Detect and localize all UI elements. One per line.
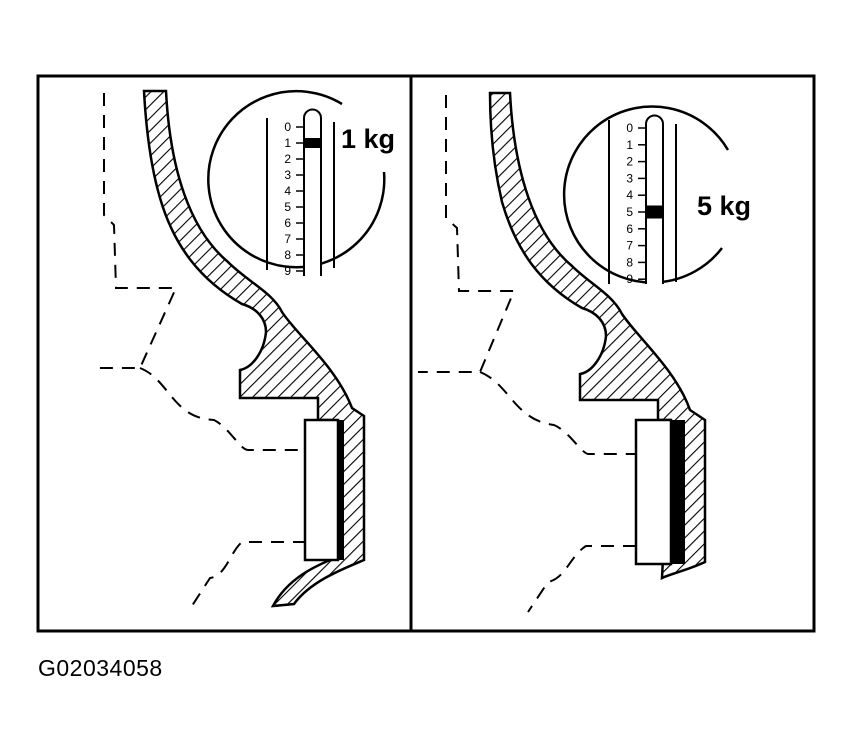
weight-adhesive-layer [671, 420, 685, 564]
gauge-tick-label: 8 [284, 248, 291, 262]
weight-label: 5 kg [697, 191, 751, 221]
gauge-tick-label: 0 [626, 121, 633, 135]
gauge-tick-label: 2 [626, 155, 633, 169]
gauge-tick-label: 6 [284, 216, 291, 230]
figure-id: G02034058 [38, 655, 163, 681]
balance-weight-block [303, 418, 340, 562]
gauge-tick-label: 5 [284, 200, 291, 214]
gauge-tick-label: 8 [626, 255, 633, 269]
panel-left: 0 1 2 3 4 5 6 7 8 9 1 kg [96, 89, 395, 613]
gauge-tick-label: 2 [284, 152, 291, 166]
gauge-tick-label: 4 [626, 188, 633, 202]
gauge-tick-label: 1 [626, 138, 633, 152]
gauge-indicator [304, 138, 321, 148]
gauge-tube [303, 108, 322, 276]
gauge-tick-label: 9 [626, 272, 633, 286]
gauge-circle [207, 89, 386, 269]
gauge-tick-label: 4 [284, 184, 291, 198]
gauge-tick-label: 9 [284, 264, 291, 278]
weight-label: 1 kg [341, 124, 395, 154]
outer-frame [36, 74, 816, 633]
gauge-scale: 0 1 2 3 4 5 6 7 8 9 [626, 121, 646, 286]
gauge-tick-label: 1 [284, 136, 291, 150]
tire-outline-dashed [418, 95, 636, 613]
balance-weight-block [634, 418, 673, 566]
weight-adhesive-layer [338, 420, 344, 560]
gauge-tick-label: 3 [626, 171, 633, 185]
gauge-scale: 0 1 2 3 4 5 6 7 8 9 [284, 120, 304, 278]
gauge-indicator [646, 205, 663, 219]
gauge-tick-label: 3 [284, 168, 291, 182]
gauge-tick-label: 7 [626, 239, 633, 253]
panel-right: 0 1 2 3 4 5 6 7 8 9 5 kg [418, 91, 751, 613]
gauge-tick-label: 5 [626, 205, 633, 219]
gauge-tick-label: 0 [284, 120, 291, 134]
gauge-tick-label: 7 [284, 232, 291, 246]
gauge-tick-label: 6 [626, 222, 633, 236]
gauge-tube [645, 114, 664, 284]
tire-outline-dashed [96, 93, 306, 613]
